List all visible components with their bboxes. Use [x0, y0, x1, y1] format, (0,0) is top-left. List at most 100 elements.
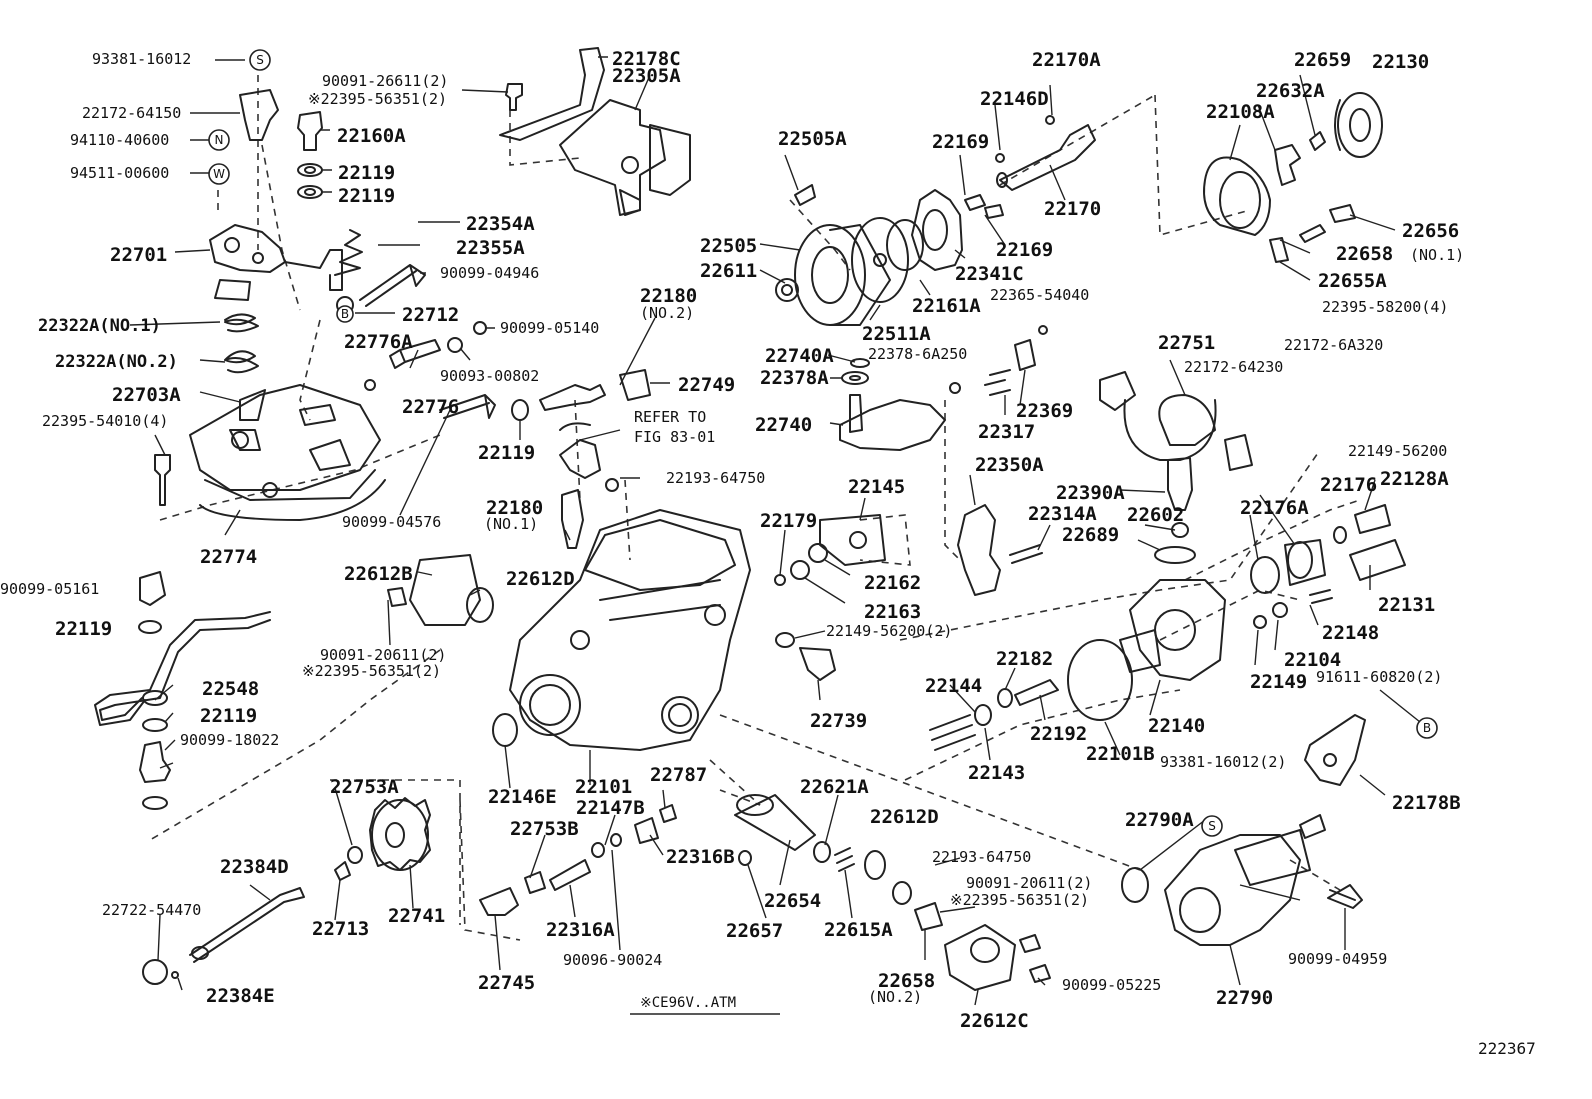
part-label: 22505A [778, 128, 847, 150]
part-number-label: 90099-05161 [0, 580, 100, 598]
svg-text:S: S [256, 53, 264, 67]
part-number-label: 90099-05140 [500, 319, 600, 337]
callout-b-1: B [336, 305, 354, 323]
svg-text:B: B [341, 307, 349, 321]
part-label: 22341C [955, 263, 1024, 285]
callout-b-2: B [1416, 717, 1438, 739]
part-label: 22740A [765, 345, 834, 367]
part-label: 22131 [1378, 594, 1436, 616]
part-label: 22140 [1148, 715, 1206, 737]
part-number-label: 22172-6A320 [1284, 336, 1384, 354]
part-label: 22751 [1158, 332, 1216, 354]
part-label: 22741 [388, 905, 446, 927]
part-number-label: 90099-04576 [342, 513, 442, 531]
part-label: 22657 [726, 920, 784, 942]
svg-text:W: W [213, 167, 225, 181]
part-label: 22621A [800, 776, 869, 798]
part-label: 22749 [678, 374, 736, 396]
part-number-label: 90099-18022 [180, 731, 280, 749]
part-number-label: 22172-64230 [1184, 358, 1284, 376]
part-label: 22350A [975, 454, 1044, 476]
part-label: 22753A [330, 776, 399, 798]
part-label: 22144 [925, 675, 983, 697]
part-label: 22101B [1086, 743, 1155, 765]
part-label: 22369 [1016, 400, 1074, 422]
part-label: 22178C [612, 48, 681, 70]
part-label: 22632A [1256, 80, 1325, 102]
part-number-label: 22193-64750 [932, 848, 1032, 866]
part-label: 22176A [1240, 497, 1309, 519]
part-label: 22180 [640, 285, 698, 307]
part-label: 22505 [700, 235, 758, 257]
refer-note-line-2: FIG 83-01 [634, 428, 716, 446]
part-number-label: 22378-6A250 [868, 345, 968, 363]
part-label: 22314A [1028, 503, 1097, 525]
part-number-label: (NO.1) [1410, 246, 1465, 264]
svg-text:B: B [1423, 721, 1431, 735]
part-number-label: 22322A(NO.2) [55, 352, 178, 372]
part-label: 22656 [1402, 220, 1460, 242]
part-label: 22612C [960, 1010, 1029, 1032]
part-number-label: 90096-90024 [563, 951, 663, 969]
part-number-label: 91611-60820(2) [1316, 668, 1443, 686]
svg-text:N: N [215, 133, 224, 147]
part-number-label: 90099-04946 [440, 264, 540, 282]
part-label: 22316A [546, 919, 615, 941]
part-label: 22192 [1030, 723, 1088, 745]
part-number-label: 22365-54040 [990, 286, 1090, 304]
part-number-label: 90091-20611(2) [966, 874, 1093, 892]
part-label: 22147B [576, 797, 645, 819]
part-label: 22658 [1336, 243, 1394, 265]
part-number-label: (NO.1) [484, 515, 539, 533]
part-label: 22128A [1380, 468, 1449, 490]
part-label: 22548 [202, 678, 260, 700]
part-label: 22790A [1125, 809, 1194, 831]
part-number-label: 22722-54470 [102, 901, 202, 919]
part-label: 22178B [1392, 792, 1461, 814]
part-number-label: ※22395-56351(2) [308, 90, 447, 108]
part-label: 22378A [760, 367, 829, 389]
part-number-label: 22149-56200(2) [826, 622, 953, 640]
footnote: ※CE96V..ATM [640, 995, 737, 1011]
part-number-label: 93381-16012 [92, 50, 192, 68]
part-number-label: 90091-26611(2) [322, 72, 449, 90]
part-label: 22146D [980, 88, 1049, 110]
part-label: 22615A [824, 919, 893, 941]
part-label: 22176 [1320, 474, 1378, 496]
part-label: 22753B [510, 818, 579, 840]
part-label: 22612D [506, 568, 575, 590]
part-label: 22161A [912, 295, 981, 317]
part-number-label: 22395-58200(4) [1322, 298, 1449, 316]
part-label: 22390A [1056, 482, 1125, 504]
part-label: 22689 [1062, 524, 1120, 546]
refer-note-line-1: REFER TO [634, 408, 707, 426]
svg-text:S: S [1208, 819, 1216, 833]
part-label: 22104 [1284, 649, 1342, 671]
leader-lines [129, 56, 1421, 1006]
part-label: 22740 [755, 414, 813, 436]
part-label: 22511A [862, 323, 931, 345]
part-label: 22316B [666, 846, 735, 868]
part-label: 22170 [1044, 198, 1102, 220]
part-number-label: 94511-00600 [70, 164, 170, 182]
part-label: 22130 [1372, 51, 1430, 73]
part-label: 22119 [200, 705, 258, 727]
part-label: 22790 [1216, 987, 1274, 1009]
part-number-label: 22172-64150 [82, 104, 182, 122]
part-label: 22354A [466, 213, 535, 235]
part-label: 22119 [55, 618, 113, 640]
part-label: 22119 [478, 442, 536, 464]
part-label: 22162 [864, 572, 922, 594]
part-label: 22655A [1318, 270, 1387, 292]
part-label: 22143 [968, 762, 1026, 784]
diagram-id: 222367 [1478, 1039, 1536, 1058]
part-label: 22163 [864, 601, 922, 623]
part-number-label: 94110-40600 [70, 131, 170, 149]
part-label: 22160A [337, 125, 406, 147]
part-label: 22787 [650, 764, 708, 786]
part-label: 22703A [112, 384, 181, 406]
part-label: 22384D [220, 856, 289, 878]
part-label: 22612D [870, 806, 939, 828]
